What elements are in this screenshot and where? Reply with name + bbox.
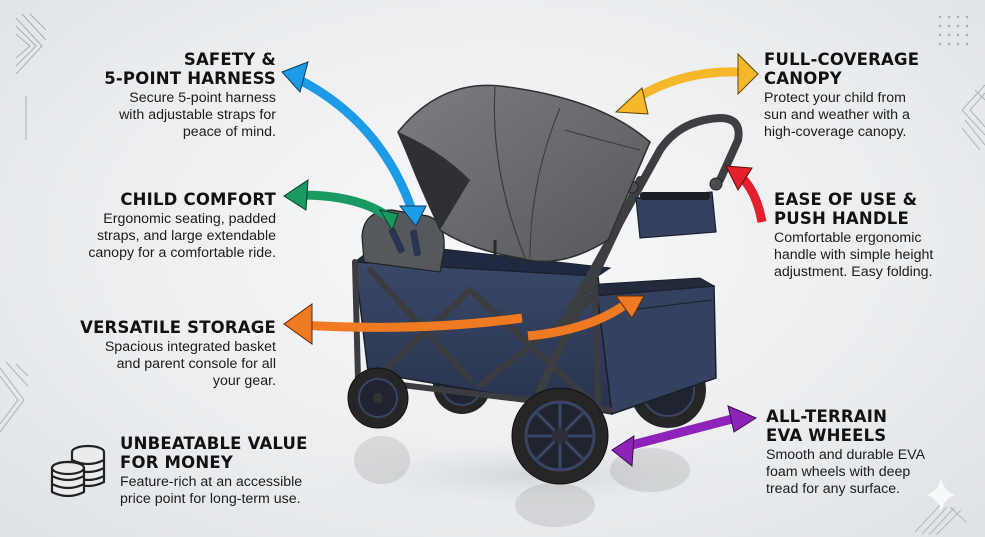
feature-description: Spacious integrated basket and parent co… bbox=[104, 339, 276, 389]
feature-title: SAFETY & 5-POINT HARNESS bbox=[104, 50, 276, 88]
coin-stack-icon bbox=[50, 444, 106, 498]
feature-ease-of-use: EASE OF USE & PUSH HANDLE Comfortable er… bbox=[774, 190, 984, 281]
child-seat bbox=[361, 209, 445, 273]
decor-hatch-bottom-right bbox=[914, 504, 967, 536]
sparkle-icon bbox=[926, 478, 956, 512]
feature-unbeatable-value: UNBEATABLE VALUE FOR MONEY Feature-rich … bbox=[120, 434, 360, 508]
safety-arrow bbox=[281, 61, 427, 227]
rear-wheel-near bbox=[347, 367, 409, 429]
feature-full-coverage-canopy: FULL-COVERAGE CANOPY Protect your child … bbox=[764, 50, 974, 141]
push-handle bbox=[536, 113, 743, 394]
canopy bbox=[397, 84, 651, 263]
feature-description: Protect your child from sun and weather … bbox=[764, 90, 910, 140]
handle-arrow bbox=[725, 165, 767, 223]
wheels-arrow bbox=[611, 405, 758, 467]
feature-title: VERSATILE STORAGE bbox=[80, 318, 276, 337]
feature-description: Feature-rich at an accessible price poin… bbox=[120, 474, 303, 507]
feature-all-terrain-wheels: ALL-TERRAIN EVA WHEELS Smooth and durabl… bbox=[766, 407, 976, 498]
decor-chevrons-left bbox=[0, 361, 29, 433]
feature-description: Ergonomic seating, padded straps, and la… bbox=[88, 211, 276, 261]
feature-title: ALL-TERRAIN EVA WHEELS bbox=[766, 407, 888, 445]
canopy-arrow bbox=[614, 52, 759, 115]
decor-dot-grid bbox=[938, 15, 969, 46]
comfort-arrow bbox=[283, 179, 399, 232]
storage-arrow bbox=[283, 295, 645, 345]
feature-title: CHILD COMFORT bbox=[120, 190, 276, 209]
feature-safety: SAFETY & 5-POINT HARNESS Secure 5-point … bbox=[16, 50, 276, 141]
feature-title: EASE OF USE & PUSH HANDLE bbox=[774, 190, 918, 228]
decor-diamonds-right bbox=[961, 84, 985, 151]
feature-description: Smooth and durable EVA foam wheels with … bbox=[766, 447, 926, 497]
feature-description: Comfortable ergonomic handle with simple… bbox=[774, 230, 934, 280]
feature-child-comfort: CHILD COMFORT Ergonomic seating, padded … bbox=[0, 190, 276, 262]
feature-versatile-storage: VERSATILE STORAGE Spacious integrated ba… bbox=[0, 318, 276, 390]
decor-chevrons-top-left bbox=[15, 13, 47, 140]
feature-description: Secure 5-point harness with adjustable s… bbox=[119, 90, 276, 140]
front-wheel-near bbox=[511, 387, 609, 485]
feature-title: FULL-COVERAGE CANOPY bbox=[764, 50, 920, 88]
feature-title: UNBEATABLE VALUE FOR MONEY bbox=[120, 434, 308, 472]
